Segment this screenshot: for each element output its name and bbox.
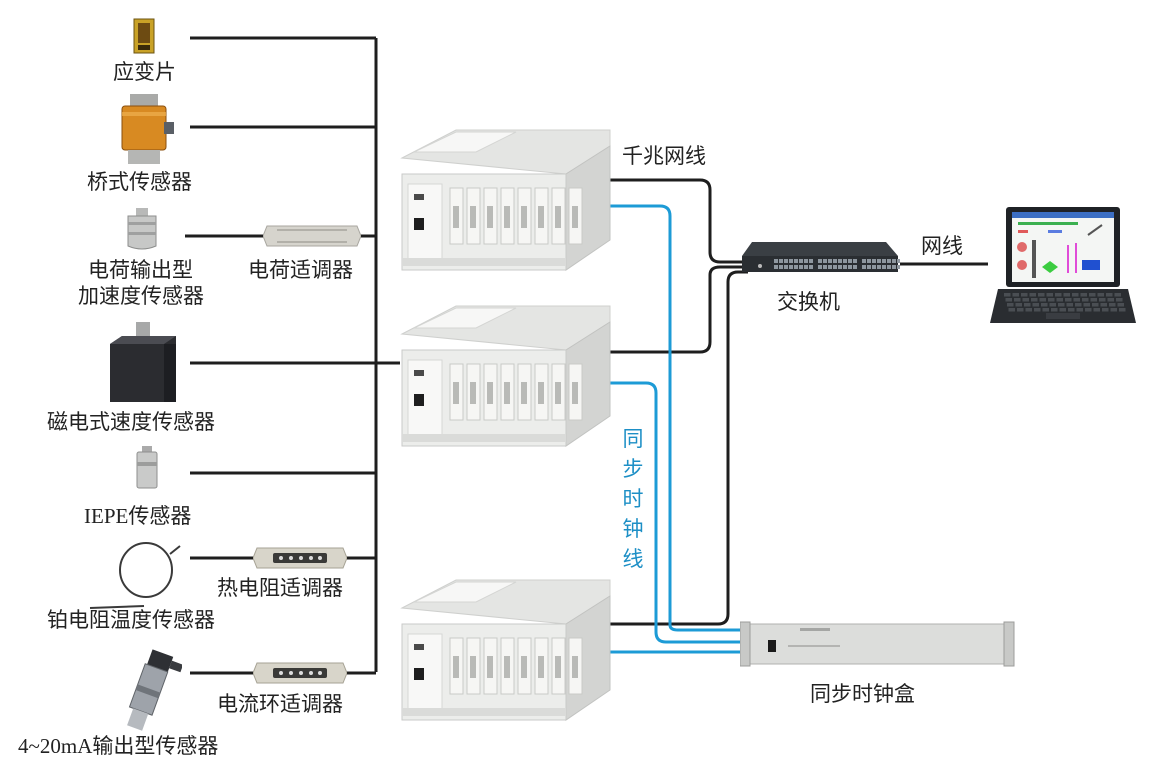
- sync-label-char: 同: [622, 427, 644, 451]
- strain-gauge-icon: [133, 18, 155, 54]
- sync-cable-chassis2: [610, 381, 748, 644]
- label-current-loop-conditioner: 电流环适调器: [217, 692, 343, 716]
- label-iepe-sensor: IEPE传感器: [84, 504, 192, 528]
- rtd-probe-icon: [84, 540, 184, 610]
- label-magnetoelectric-velocity: 磁电式速度传感器: [47, 410, 215, 434]
- sync-label-char: 线: [622, 547, 644, 571]
- velocity-sensor-icon: [106, 322, 180, 404]
- gigabit-cable-chassis3: [610, 270, 748, 626]
- iepe-sensor-icon: [134, 446, 160, 490]
- label-strain-gauge: 应变片: [113, 60, 176, 84]
- gigabit-cable-chassis2: [610, 265, 745, 354]
- label-gigabit-cable: 千兆网线: [622, 144, 706, 168]
- gigabit-cable-chassis1: [610, 178, 745, 264]
- current-loop-conditioner-device: [252, 662, 348, 684]
- network-switch: [740, 240, 901, 282]
- label-charge-conditioner: 电荷适调器: [248, 258, 353, 282]
- sync-cable-chassis1: [610, 204, 748, 632]
- charge-conditioner-device: [262, 224, 362, 248]
- acquisition-chassis-3: [396, 572, 616, 722]
- sync-label-char: 钟: [622, 517, 644, 541]
- acquisition-chassis-1: [396, 122, 616, 272]
- sync-label-char: 步: [622, 457, 644, 481]
- label-sync-clock-box: 同步时钟盒: [810, 682, 915, 706]
- pressure-transmitter-icon: [112, 648, 184, 734]
- sync-clock-cables: [610, 204, 748, 654]
- label-sync-clock-cable: 同步时钟线: [621, 424, 645, 574]
- label-charge-accelerometer-line2: 加速度传感器: [78, 284, 204, 308]
- load-cell-icon: [118, 94, 178, 166]
- gigabit-cables: [610, 178, 988, 626]
- label-rtd-conditioner: 热电阻适调器: [217, 576, 343, 600]
- acquisition-chassis-2: [396, 298, 616, 448]
- label-charge-accelerometer-line1: 电荷输出型: [88, 258, 193, 282]
- charge-accelerometer-icon: [124, 208, 160, 250]
- sensor-bus: [185, 36, 400, 675]
- sync-label-char: 时: [622, 487, 644, 511]
- label-bridge-sensor: 桥式传感器: [87, 170, 192, 194]
- label-network-cable: 网线: [921, 234, 963, 258]
- label-platinum-rtd: 铂电阻温度传感器: [47, 608, 215, 632]
- rtd-conditioner-device: [252, 547, 348, 569]
- label-switch: 交换机: [777, 290, 840, 314]
- label-current-loop-sensor: 4~20mA输出型传感器: [18, 734, 219, 758]
- laptop-computer: [990, 205, 1136, 327]
- sync-clock-box: [739, 620, 1018, 670]
